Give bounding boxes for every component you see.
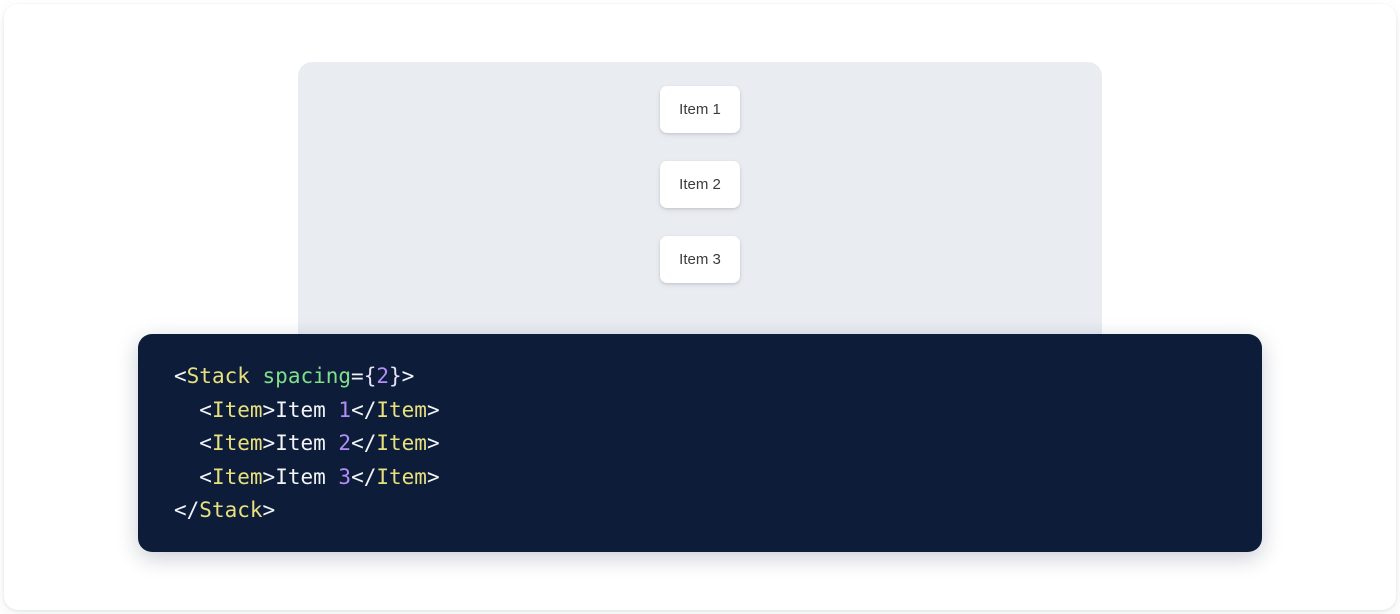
code-line: <Item>Item 1</Item> [174,397,440,422]
code-token-attr: spacing [262,364,352,388]
stack-item[interactable]: Item 2 [660,161,740,208]
code-line: <Stack spacing={2}> [174,364,414,388]
code-token-tag: Item [211,464,263,489]
stack-item-label: Item 1 [679,101,721,118]
code-token-tag: Stack [186,364,250,388]
code-token-punct: </ [351,464,377,489]
code-token-punct: < [199,431,212,455]
code-block[interactable]: <Stack spacing={2}> <Item>Item 1</Item> … [174,360,440,528]
code-token-num: 2 [376,364,390,388]
code-token-punct: </ [351,397,377,422]
component-preview-stage: Item 1 Item 2 Item 3 [298,62,1102,362]
code-line: <Item>Item 2</Item> [174,431,440,455]
stack-container: Item 1 Item 2 Item 3 [298,86,1102,283]
code-token-tag: Stack [199,498,263,522]
code-token-text: Item [275,397,339,422]
code-token-tag: Item [376,397,427,422]
code-token-tag: Item [211,397,263,422]
code-token-tag: Item [211,431,263,455]
code-token-punct: > [262,464,276,489]
code-token-tag: Item [376,431,427,455]
code-token-num: 3 [338,464,352,489]
code-token-punct: > [426,431,440,455]
code-token-text: Item [275,431,339,455]
code-snippet-panel: <Stack spacing={2}> <Item>Item 1</Item> … [138,334,1262,552]
code-token-tag: Item [376,464,427,489]
code-token-num: 2 [338,431,352,455]
code-token-punct: > [426,397,440,422]
stack-item-label: Item 2 [679,176,721,193]
stack-item-label: Item 3 [679,251,721,268]
code-token-punct: </ [351,431,377,455]
code-token-text: Item [275,464,339,489]
code-line: <Item>Item 3</Item> [174,464,440,489]
code-token-punct: </ [174,498,200,522]
code-line: </Stack> [174,498,275,522]
code-token-punct: < [199,464,212,489]
code-token-num: 1 [338,397,352,422]
stack-item[interactable]: Item 3 [660,236,740,283]
code-token-brace: { [363,364,377,388]
code-token-punct: < [174,364,187,388]
code-token-punct: > [426,464,440,489]
code-token-punct [250,364,263,388]
code-token-punct: = [351,364,364,388]
code-token-punct: < [199,397,212,422]
stack-item[interactable]: Item 1 [660,86,740,133]
code-token-punct: > [262,498,276,522]
code-token-punct: > [401,364,415,388]
code-token-punct: > [262,431,276,455]
code-token-brace: } [389,364,402,388]
code-token-punct: > [262,397,276,422]
